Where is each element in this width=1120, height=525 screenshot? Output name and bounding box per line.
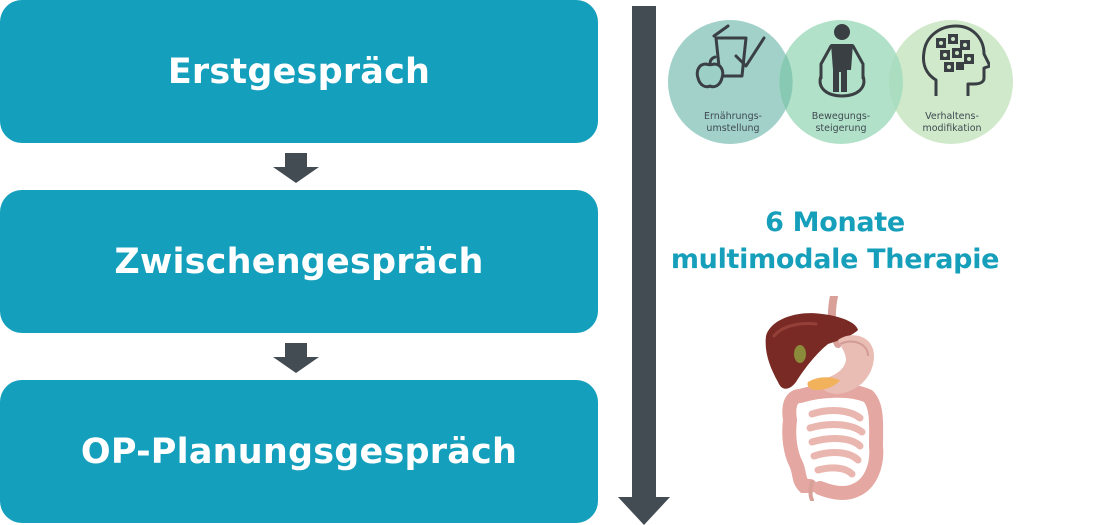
step-zwischengespraech: Zwischengespräch	[0, 190, 598, 333]
module-label-ernaehrung: Ernährungs- umstellung	[704, 111, 762, 134]
digestive-organs-icon	[765, 296, 884, 501]
timeline-arrow	[618, 6, 670, 525]
step-label: Zwischengespräch	[114, 241, 484, 282]
step-label: Erstgespräch	[167, 51, 431, 92]
fruit-scale-icon	[695, 24, 766, 89]
therapy-duration-text: 6 Monate multimodale Therapie	[660, 204, 1010, 278]
connector-arrow-2	[273, 343, 319, 373]
jump-rope-person-icon	[818, 24, 866, 98]
therapy-line-2: multimodale Therapie	[670, 244, 1000, 275]
therapy-line-1: 6 Monate	[765, 207, 905, 238]
step-erstgespraech: Erstgespräch	[0, 0, 598, 143]
therapy-modules: Ernährungs- umstellung Bewegungs- steige…	[668, 12, 1013, 152]
head-puzzle-icon	[922, 24, 990, 96]
step-label: OP-Planungsgespräch	[80, 431, 518, 472]
connector-arrow-1	[273, 153, 319, 183]
step-op-planungsgespraech: OP-Planungsgespräch	[0, 380, 598, 523]
module-label-bewegung: Bewegungs- steigerung	[811, 111, 871, 134]
module-label-verhalten: Verhaltens- modifikation	[922, 111, 982, 134]
